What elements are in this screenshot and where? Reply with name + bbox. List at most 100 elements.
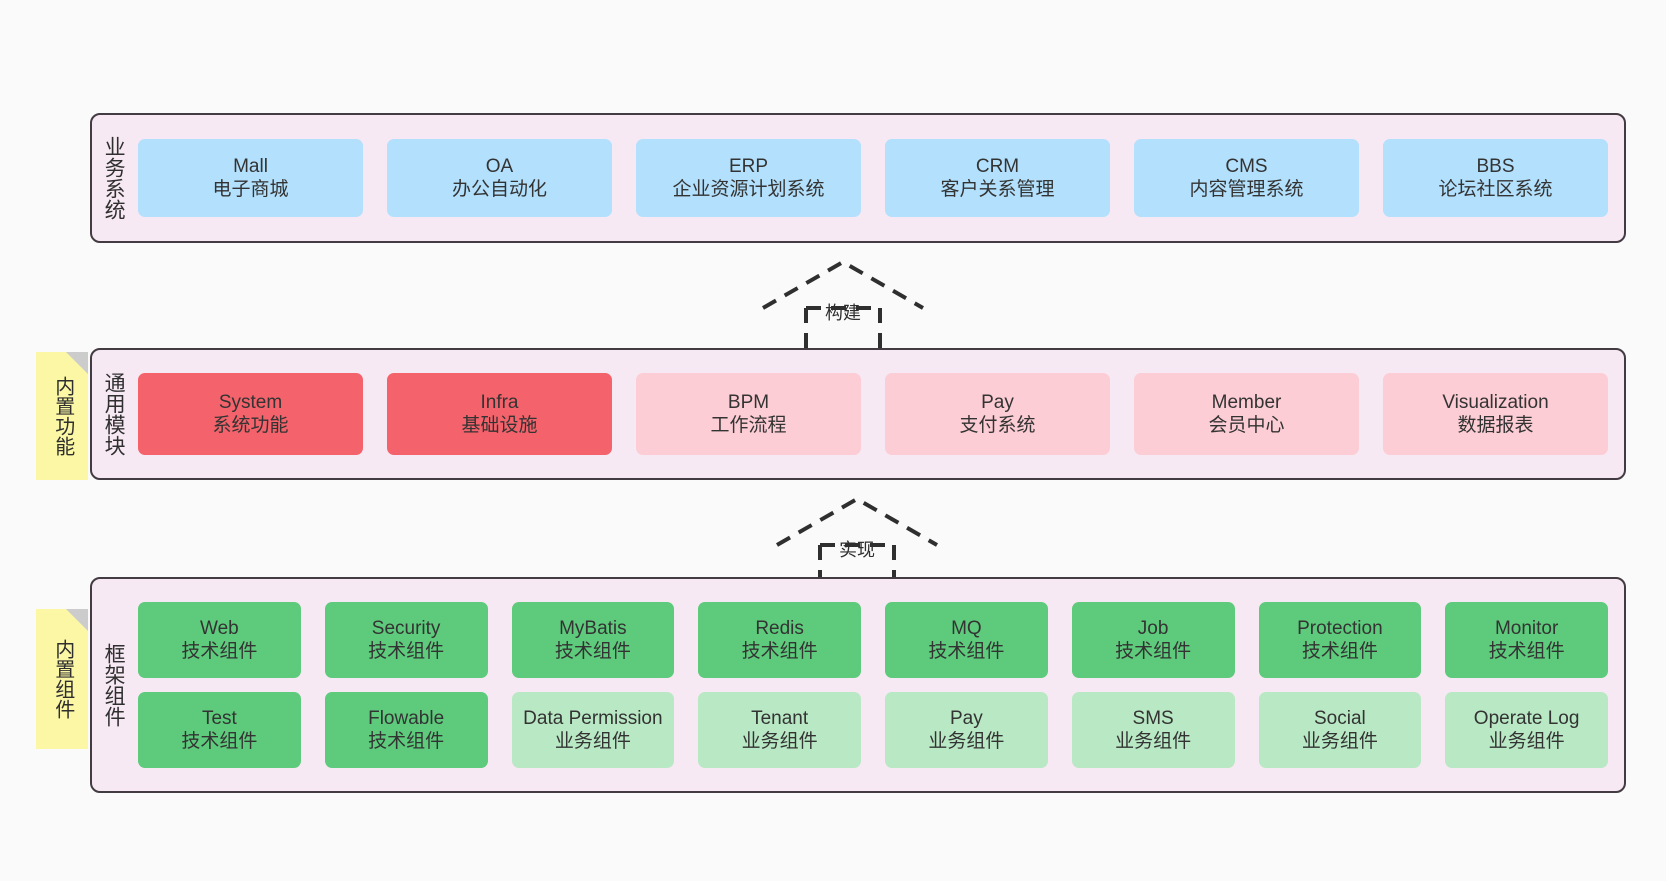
note-builtin-feature: 内置功能 — [36, 352, 88, 480]
box-web[interactable]: Web 技术组件 — [138, 602, 301, 678]
box-title: Tenant — [751, 707, 809, 729]
box-subtitle: 技术组件 — [181, 641, 258, 662]
note-fold-corner-icon — [66, 352, 88, 374]
box-redis[interactable]: Redis 技术组件 — [698, 602, 861, 678]
layer-body-common-module: System 系统功能 Infra 基础设施 BPM 工作流程 Pay 支付系统… — [134, 350, 1624, 478]
box-operate-log[interactable]: Operate Log 业务组件 — [1445, 692, 1608, 768]
box-subtitle: 企业资源计划系统 — [672, 179, 825, 200]
box-title: OA — [485, 155, 514, 177]
box-subtitle: 技术组件 — [368, 731, 445, 752]
box-title: Redis — [755, 617, 804, 639]
box-row: Web 技术组件 Security 技术组件 MyBatis 技术组件 Redi… — [138, 602, 1608, 678]
box-subtitle: 会员中心 — [1208, 415, 1285, 436]
box-title: CMS — [1225, 155, 1268, 177]
box-member[interactable]: Member 会员中心 — [1134, 373, 1359, 455]
note-builtin-component: 内置组件 — [36, 609, 88, 749]
box-bpm[interactable]: BPM 工作流程 — [636, 373, 861, 455]
box-protection[interactable]: Protection 技术组件 — [1258, 602, 1422, 678]
box-pay[interactable]: Pay 支付系统 — [885, 373, 1110, 455]
box-subtitle: 技术组件 — [741, 641, 818, 662]
box-data-permission[interactable]: Data Permission 业务组件 — [511, 692, 675, 768]
box-subtitle: 业务组件 — [928, 731, 1005, 752]
box-row: Test 技术组件 Flowable 技术组件 Data Permission … — [138, 692, 1608, 768]
box-tenant[interactable]: Tenant 业务组件 — [698, 692, 861, 768]
box-title: Test — [201, 707, 237, 729]
box-row: Mall 电子商城 OA 办公自动化 ERP 企业资源计划系统 CRM 客户关系… — [138, 139, 1608, 217]
note-label: 内置功能 — [51, 376, 74, 456]
box-crm[interactable]: CRM 客户关系管理 — [885, 139, 1110, 217]
box-subtitle: 客户关系管理 — [940, 179, 1055, 200]
box-subtitle: 工作流程 — [710, 415, 787, 436]
box-subtitle: 技术组件 — [1488, 641, 1565, 662]
connector-build: 构建 — [758, 258, 928, 358]
box-mq[interactable]: MQ 技术组件 — [885, 602, 1048, 678]
layer-framework-component: 框架组件 Web 技术组件 Security 技术组件 MyBatis 技术组件… — [90, 577, 1626, 793]
layer-label-business-system: 业务系统 — [102, 136, 126, 220]
box-title: Security — [371, 617, 441, 639]
box-title: ERP — [728, 155, 769, 177]
box-subtitle: 技术组件 — [1301, 641, 1378, 662]
box-title: System — [218, 391, 283, 413]
layer-label-framework-component: 框架组件 — [102, 643, 126, 727]
box-title: Social — [1314, 707, 1366, 729]
box-title: Protection — [1297, 617, 1383, 639]
box-social[interactable]: Social 业务组件 — [1258, 692, 1422, 768]
box-title: Member — [1211, 391, 1282, 413]
layer-common-module: 通用模块 System 系统功能 Infra 基础设施 BPM 工作流程 Pay… — [90, 348, 1626, 480]
box-title: Operate Log — [1473, 707, 1580, 729]
box-job[interactable]: Job 技术组件 — [1071, 602, 1235, 678]
box-title: Pay — [981, 391, 1014, 413]
box-subtitle: 技术组件 — [928, 641, 1005, 662]
box-title: CRM — [975, 155, 1020, 177]
box-bbs[interactable]: BBS 论坛社区系统 — [1383, 139, 1608, 217]
box-flowable[interactable]: Flowable 技术组件 — [324, 692, 488, 768]
box-subtitle: 技术组件 — [554, 641, 631, 662]
box-subtitle: 基础设施 — [461, 415, 538, 436]
box-title: Mall — [233, 155, 268, 177]
box-visualization[interactable]: Visualization 数据报表 — [1383, 373, 1608, 455]
box-title: Web — [200, 617, 239, 639]
box-mall[interactable]: Mall 电子商城 — [138, 139, 363, 217]
box-subtitle: 业务组件 — [1301, 731, 1378, 752]
box-title: BPM — [727, 391, 770, 413]
box-subtitle: 支付系统 — [959, 415, 1036, 436]
layer-label-common-module: 通用模块 — [102, 372, 126, 456]
box-mybatis[interactable]: MyBatis 技术组件 — [511, 602, 675, 678]
connector-build-label: 构建 — [825, 303, 861, 323]
box-subtitle: 数据报表 — [1457, 415, 1534, 436]
layer-business-system: 业务系统 Mall 电子商城 OA 办公自动化 ERP 企业资源计划系统 CRM… — [90, 113, 1626, 243]
box-subtitle: 论坛社区系统 — [1438, 179, 1553, 200]
box-title: Flowable — [368, 707, 445, 729]
box-subtitle: 办公自动化 — [451, 179, 547, 200]
box-monitor[interactable]: Monitor 技术组件 — [1445, 602, 1608, 678]
box-title: Monitor — [1494, 617, 1559, 639]
box-subtitle: 业务组件 — [1115, 731, 1192, 752]
box-title: Visualization — [1442, 391, 1549, 413]
box-pay-component[interactable]: Pay 业务组件 — [885, 692, 1048, 768]
box-subtitle: 技术组件 — [368, 641, 445, 662]
box-row: System 系统功能 Infra 基础设施 BPM 工作流程 Pay 支付系统… — [138, 373, 1608, 455]
box-subtitle: 业务组件 — [1488, 731, 1565, 752]
box-subtitle: 技术组件 — [181, 731, 258, 752]
box-erp[interactable]: ERP 企业资源计划系统 — [636, 139, 861, 217]
box-sms[interactable]: SMS 业务组件 — [1071, 692, 1235, 768]
box-cms[interactable]: CMS 内容管理系统 — [1134, 139, 1359, 217]
box-subtitle: 电子商城 — [212, 179, 289, 200]
box-title: MQ — [951, 617, 982, 639]
box-oa[interactable]: OA 办公自动化 — [387, 139, 612, 217]
box-title: Infra — [480, 391, 519, 413]
box-title: Job — [1137, 617, 1169, 639]
box-subtitle: 系统功能 — [212, 415, 289, 436]
box-test[interactable]: Test 技术组件 — [138, 692, 301, 768]
layer-body-framework-component: Web 技术组件 Security 技术组件 MyBatis 技术组件 Redi… — [134, 579, 1624, 791]
box-title: SMS — [1132, 707, 1174, 729]
box-title: Data Permission — [523, 707, 663, 729]
box-system[interactable]: System 系统功能 — [138, 373, 363, 455]
note-fold-corner-icon — [66, 609, 88, 631]
box-subtitle: 技术组件 — [1115, 641, 1192, 662]
box-title: BBS — [1476, 155, 1515, 177]
box-infra[interactable]: Infra 基础设施 — [387, 373, 612, 455]
box-security[interactable]: Security 技术组件 — [324, 602, 488, 678]
layer-body-business-system: Mall 电子商城 OA 办公自动化 ERP 企业资源计划系统 CRM 客户关系… — [134, 115, 1624, 241]
